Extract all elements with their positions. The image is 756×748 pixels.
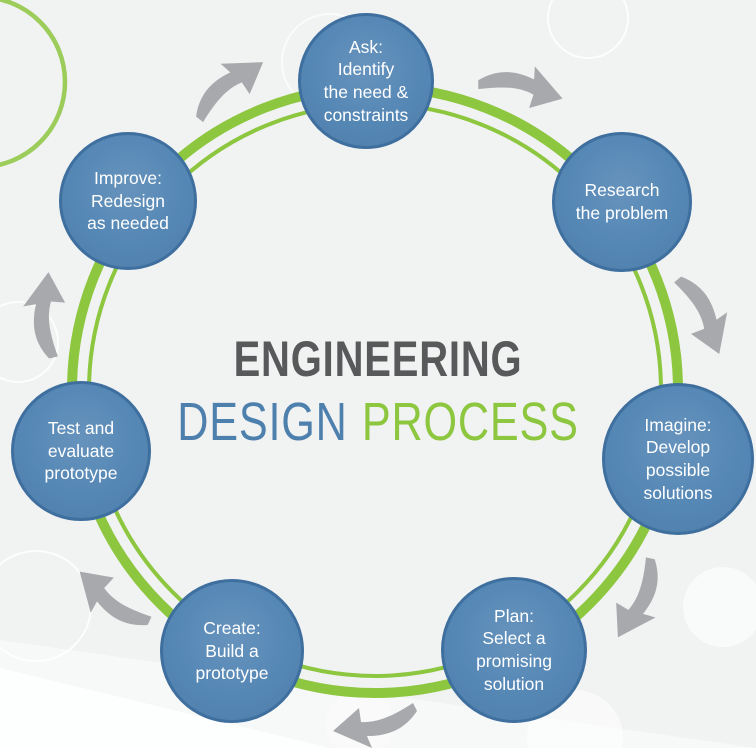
step-imagine: Imagine: Develop possible solutions: [602, 383, 754, 535]
clockwise-arrow-icon: [596, 554, 684, 648]
clockwise-arrow-icon: [66, 554, 154, 648]
step-test-label: Test and evaluate prototype: [44, 417, 118, 484]
step-ask-label: Ask: Identify the need & constraints: [323, 36, 409, 125]
decor-circle: [683, 567, 756, 647]
title-design: DESIGN: [177, 392, 348, 452]
title-process: PROCESS: [361, 392, 579, 452]
decor-circle: [0, 301, 59, 383]
step-improve-label: Improve: Redesign as needed: [87, 167, 169, 234]
step-research: Research the problem: [552, 132, 692, 272]
corner-green-arc: [0, 0, 68, 167]
step-plan: Plan: Select a promising solution: [441, 577, 587, 723]
step-improve: Improve: Redesign as needed: [59, 132, 197, 270]
step-research-label: Research the problem: [575, 180, 669, 223]
bottom-wedge: [0, 668, 330, 748]
step-create-label: Create: Build a prototype: [195, 617, 269, 684]
step-plan-label: Plan: Select a promising solution: [476, 605, 552, 694]
step-ask: Ask: Identify the need & constraints: [298, 13, 434, 149]
step-create: Create: Build a prototype: [160, 579, 304, 723]
title-engineering: ENGINEERING: [233, 331, 523, 387]
step-test: Test and evaluate prototype: [11, 381, 151, 521]
decor-circle: [547, 0, 629, 59]
step-imagine-label: Imagine: Develop possible solutions: [643, 414, 713, 503]
